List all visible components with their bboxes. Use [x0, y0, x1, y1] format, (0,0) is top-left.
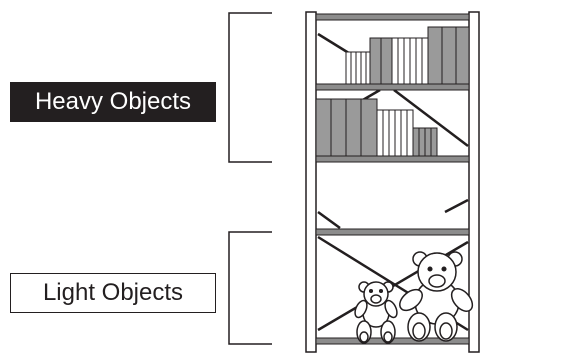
light-bracket: [228, 231, 272, 345]
heavy-objects-text: Heavy Objects: [34, 88, 192, 115]
light-objects-text: Light Objects: [42, 279, 184, 306]
books-top-shelf: [345, 26, 470, 85]
heavy-objects-label: Heavy Objects: [10, 82, 216, 122]
heavy-bracket: [228, 12, 272, 163]
bookshelf-frame: [305, 11, 480, 353]
large-teddy-bear: [399, 251, 474, 342]
small-teddy-bear: [354, 281, 398, 344]
books-second-shelf: [315, 98, 438, 157]
light-objects-label: Light Objects: [10, 273, 216, 313]
